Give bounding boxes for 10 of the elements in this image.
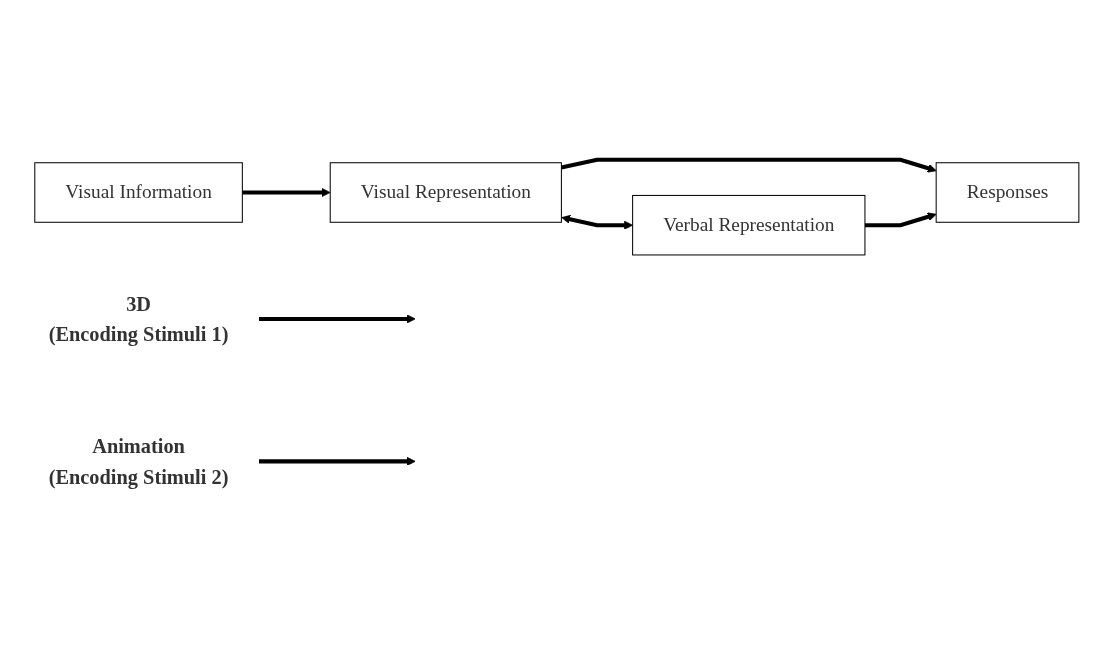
arrow <box>864 212 937 228</box>
stimulus-label: Animation (Encoding Stimuli 2) <box>48 434 229 488</box>
process-box: Verbal Representation <box>632 194 866 256</box>
stimulus-label: 3D (Encoding Stimuli 1) <box>48 292 229 346</box>
process-box: Responses <box>935 162 1080 223</box>
arrow <box>259 456 416 466</box>
arrow <box>259 314 416 324</box>
process-box: Visual Information <box>34 162 243 223</box>
process-box: Visual Representation <box>329 162 562 223</box>
arrow <box>242 188 331 197</box>
